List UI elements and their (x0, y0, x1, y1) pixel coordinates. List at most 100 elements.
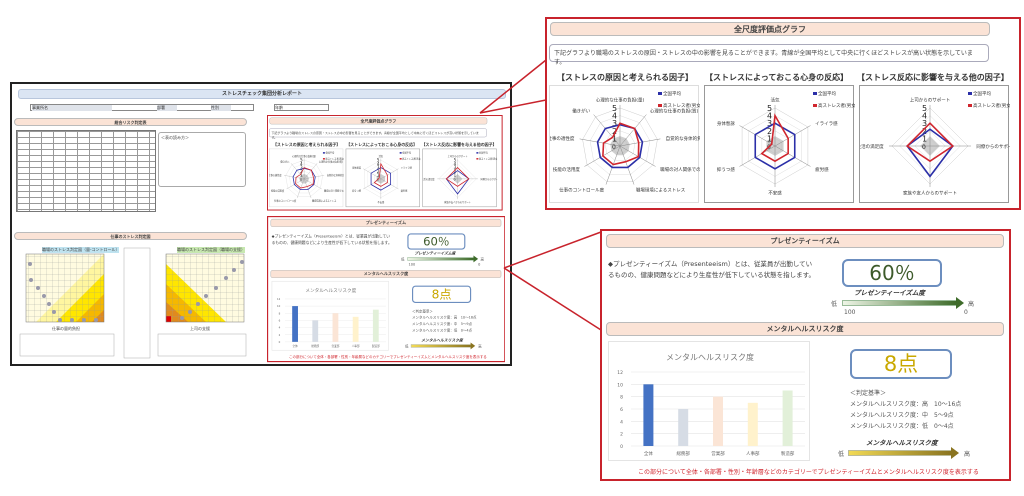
radar-axis (774, 145, 811, 167)
x-tick-label: 営業部 (332, 344, 340, 348)
radar-scale-tick: 1 (300, 173, 303, 178)
y-tick-label: 4 (279, 326, 281, 330)
radar-axis (284, 175, 305, 179)
scale-panel-thumbnail: 全尺度評価点グラフ 下記グラフより職場のストレスの原因・ストレスの中の影響を見る… (267, 115, 503, 211)
x-tick-label: 総務部 (676, 450, 690, 457)
criteria-mid: メンタルヘルスリスク度：中 5～9点 (850, 412, 954, 419)
radar-scale-tick: 4 (300, 161, 303, 166)
radar-scale-tick: 1 (377, 173, 380, 178)
radar-chart-1: 心理的な仕事の負担(量)心理的な仕事の負担(質)自覚的な身体的負担度職場の対人関… (529, 85, 719, 203)
scale-panel-description: 下記グラフより職場のストレスの原因・ストレスの中の影響を見ることができます。青線… (268, 128, 487, 139)
y-tick-label: 10 (617, 382, 623, 388)
bar-全体 (292, 306, 298, 342)
presenteeism-high-label: 高 (480, 257, 484, 262)
legend-label: 全国平均 (818, 90, 836, 97)
age-field[interactable]: 年齢 (274, 104, 329, 111)
radar-axis-label: 活気 (771, 97, 780, 104)
radar-scale-tick: 5 (767, 104, 772, 113)
bar-営業部 (713, 396, 723, 446)
risk-table (16, 130, 156, 212)
presenteeism-min-label: 100 (844, 309, 856, 316)
legend-swatch (968, 104, 972, 107)
stress-chart-right-xlabel: 上司の支援 (190, 326, 210, 331)
presenteeism-gauge (842, 300, 957, 306)
radar-scale-tick: 5 (454, 158, 457, 163)
arrow-right-icon (473, 255, 479, 263)
radar-axis-label: 疲労感 (401, 188, 408, 192)
radar-scale-tick: 1 (454, 173, 457, 178)
radar-scale-tick: 2 (300, 169, 303, 174)
presenteeism-header: プレゼンティーイズム (270, 218, 502, 228)
radar-title-1: 【ストレスの原因と考えられる因子】 (557, 73, 693, 82)
radar-axis-label: 技能の活用度 (271, 188, 285, 192)
legend-swatch (476, 158, 479, 160)
radar-gridline (582, 107, 658, 182)
legend-swatch (399, 152, 402, 154)
radar-title-2: 【ストレスによっておこる心身の反応】 (705, 73, 849, 82)
radar-axis-label: 上司からのサポート (910, 97, 951, 104)
legend-label: 全国平均 (402, 151, 412, 155)
y-tick-label: 0 (279, 340, 281, 344)
radar-axis-label: 心理的な仕事の負担(質) (319, 159, 343, 163)
presenteeism-min-label: 100 (408, 262, 416, 267)
presenteeism-description: ◆プレゼンティーイズム（Presenteeism）とは、従業員が出勤しているもの… (271, 233, 392, 245)
radar-axis-label: 職場環境によるストレス (312, 198, 336, 202)
bar-総務部 (312, 320, 319, 342)
y-tick-label: 0 (620, 444, 623, 450)
radar-scale-tick: 5 (377, 158, 380, 163)
stress-chart-legend (123, 247, 151, 359)
criteria-high: メンタルヘルスリスク度：高 10～16点 (412, 315, 477, 320)
radar-series-group (373, 162, 388, 187)
radar-scale-tick: 1 (612, 134, 617, 143)
stress-chart-right (165, 253, 245, 323)
radar-series-group (445, 167, 470, 187)
radar-series-group (295, 167, 314, 189)
filter-bar[interactable]: 事業所名 部署 性別 (30, 104, 254, 111)
x-tick-label: 全体 (644, 450, 653, 457)
mental-risk-value: 8点 (850, 349, 952, 379)
radar-scale-tick: 4 (612, 112, 617, 121)
radar-scale-tick: 2 (922, 127, 927, 136)
legend-swatch (968, 92, 972, 95)
mental-risk-scale-title: メンタルヘルスリスク度 (421, 337, 463, 343)
stress-chart-left-title: 職場のストレス判定図（量-コントロール） (42, 247, 120, 253)
radar-series-national (445, 170, 470, 195)
legend-swatch (813, 104, 817, 107)
radar-axis (619, 138, 661, 147)
radar-axis-label: 身体愁訴 (717, 120, 735, 127)
radar-axis-label: 仕事のコントロール度 (274, 198, 297, 202)
gender-field[interactable]: 性別 (211, 105, 231, 111)
x-tick-label: 製造部 (372, 344, 380, 348)
radar-scale-tick: 3 (377, 165, 380, 170)
criteria-low: メンタルヘルスリスク度：低 0～4点 (850, 423, 954, 430)
radar-axis-label: 活気 (379, 154, 384, 158)
x-tick-label: 人事部 (746, 450, 760, 457)
stress-chart-right-title: 職場のストレス判定図（職場の支援） (177, 247, 245, 253)
radar-scale-tick: 5 (300, 158, 303, 163)
radar-chart-3: 上司からのサポート同僚からのサポート家族や友人からのサポート仕事や生活の満足度0… (415, 148, 500, 208)
risk-panel: プレゼンティーイズム ◆プレゼンティーイズム（Presenteeism）とは、従… (600, 229, 1011, 481)
y-tick-label: 6 (620, 407, 623, 413)
arrow-right-icon (956, 297, 964, 309)
office-field[interactable]: 事業所名 (32, 105, 112, 111)
radar-axis-label: 自覚的な仕事の適性度 (550, 135, 575, 142)
radar-gridline (589, 115, 651, 175)
radar-title-3: 【ストレス反応に影響を与える他の因子】 (421, 142, 497, 148)
radar-axis-label: 上司からのサポート (448, 154, 468, 158)
radar-axis-label: 自覚的な身体的負担度 (327, 173, 344, 177)
scale-panel-description: 下記グラフより職場のストレスの原因・ストレスの中の影響を見ることができます。青線… (549, 44, 989, 66)
x-tick-label: 全体 (292, 344, 298, 348)
x-tick-label: 総務部 (311, 344, 319, 348)
presenteeism-value: 60％ (407, 233, 466, 250)
radar-scale-tick: 3 (454, 165, 457, 170)
x-tick-label: 人事部 (352, 344, 360, 348)
radar-axis-label: 抑うつ感 (717, 166, 735, 173)
radar-series-national (754, 122, 796, 170)
y-tick-label: 2 (620, 432, 623, 438)
y-tick-label: 12 (617, 370, 623, 376)
radar-axis-label: 心理的な仕事の負担(質) (650, 107, 699, 114)
report-document: ストレスチェック集団分析レポート 事業所名 部署 性別 年齢 総合リスク判定表 … (10, 82, 512, 366)
dept-field[interactable]: 部署 (157, 105, 177, 111)
stress-chart-header: 仕事のストレス判定図 (14, 232, 247, 240)
